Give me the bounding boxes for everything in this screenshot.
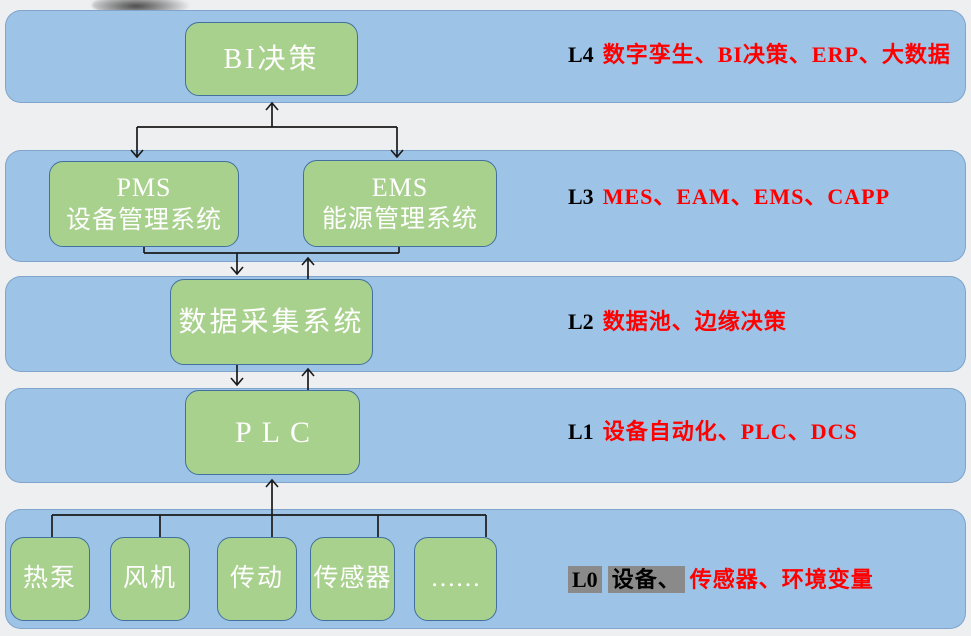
level-l4-description: 数字孪生、BI决策、ERP、大数据: [602, 42, 951, 67]
node-ellipsis: ……: [414, 537, 497, 621]
level-label-l4: L4 数字孪生、BI决策、ERP、大数据: [568, 41, 951, 69]
node-sensor: 传感器: [310, 537, 395, 621]
node-heat-pump-label: 热泵: [22, 565, 77, 593]
node-ems-name: 能源管理系统: [321, 206, 478, 234]
level-l1-description: 设备自动化、PLC、DCS: [602, 419, 858, 444]
node-ellipsis-label: ……: [430, 565, 481, 593]
node-pms-abbr: PMS: [116, 173, 172, 203]
node-pms: PMS 设备管理系统: [49, 161, 239, 247]
band-l1: [5, 388, 966, 483]
level-l3-number: L3: [568, 184, 594, 209]
node-pms-name: 设备管理系统: [65, 206, 222, 234]
node-fan-label: 风机: [122, 565, 177, 593]
band-l2: [5, 276, 966, 372]
node-plc-label: PLC: [234, 415, 321, 449]
node-ems-abbr: EMS: [371, 172, 429, 202]
level-l0-number: L0: [568, 566, 602, 593]
node-data-acquisition-label: 数据采集系统: [178, 306, 365, 338]
level-l0-description: 传感器、环境变量: [689, 567, 874, 592]
band-l4: [5, 10, 966, 103]
level-l0-description-black: 设备、: [607, 566, 685, 593]
level-label-l1: L1 设备自动化、PLC、DCS: [568, 418, 858, 446]
node-sensor-label: 传感器: [313, 565, 392, 593]
level-l1-number: L1: [568, 419, 594, 444]
level-label-l2: L2 数据池、边缘决策: [568, 308, 787, 336]
level-l2-number: L2: [568, 309, 594, 334]
node-transmission: 传动: [217, 537, 297, 621]
node-data-acquisition: 数据采集系统: [170, 279, 373, 365]
node-plc: PLC: [185, 390, 360, 475]
node-transmission-label: 传动: [229, 565, 284, 593]
level-l2-description: 数据池、边缘决策: [602, 309, 787, 334]
node-bi-decision-label: BI决策: [223, 43, 320, 75]
level-l4-number: L4: [568, 42, 594, 67]
node-ems: EMS 能源管理系统: [303, 160, 497, 247]
node-heat-pump: 热泵: [10, 537, 90, 621]
node-fan: 风机: [110, 537, 190, 621]
node-bi-decision: BI决策: [185, 22, 358, 96]
level-l3-description: MES、EAM、EMS、CAPP: [602, 184, 891, 209]
level-label-l3: L3 MES、EAM、EMS、CAPP: [568, 183, 890, 211]
